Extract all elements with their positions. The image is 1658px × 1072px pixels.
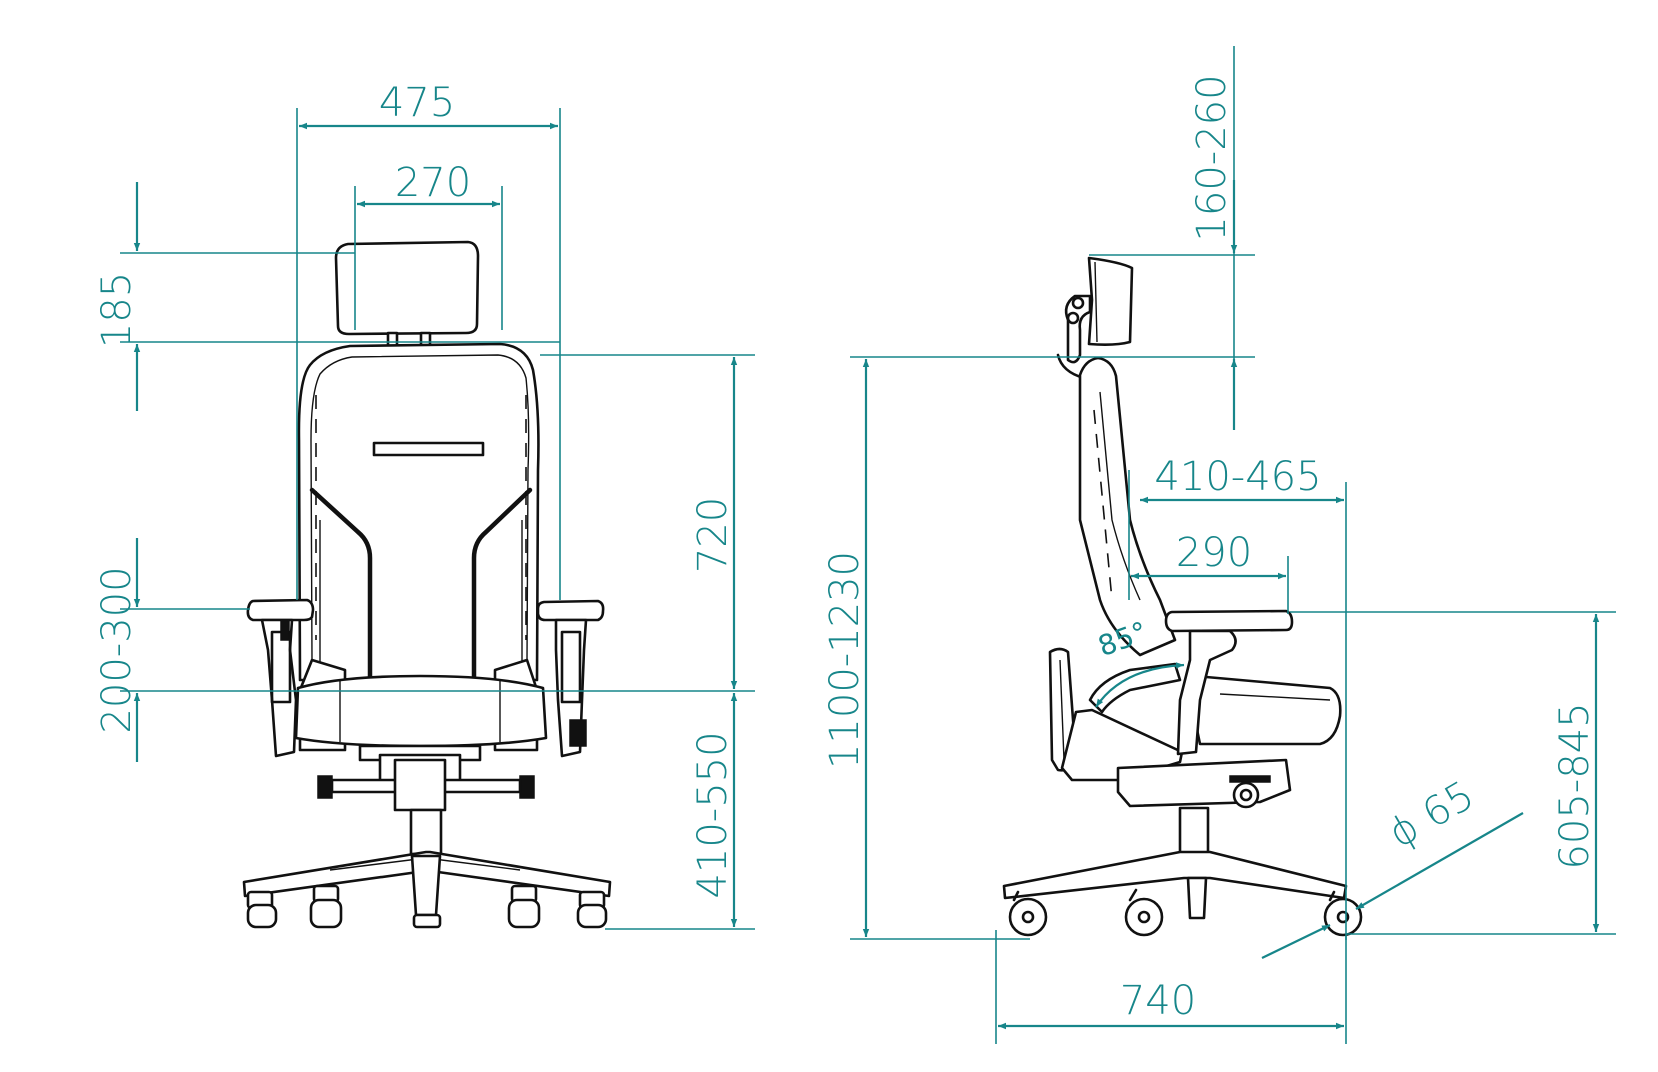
label-backrest-height: 720 <box>690 497 736 573</box>
front-castors <box>246 884 608 929</box>
label-headrest-adjust: 160-260 <box>1189 74 1235 241</box>
front-gas-lift <box>409 808 443 856</box>
label-armrest-height: 200-300 <box>94 566 140 733</box>
front-seat <box>294 674 548 748</box>
label-total-height: 1100-1230 <box>822 551 868 769</box>
side-backrest <box>1078 356 1177 657</box>
label-armrest-floor-height: 605-845 <box>1552 702 1598 869</box>
label-headrest-width: 270 <box>395 160 471 206</box>
label-seat-depth: 410-465 <box>1154 454 1321 500</box>
label-overall-width: 475 <box>379 80 455 126</box>
side-armrest <box>1164 609 1294 633</box>
side-gas-lift <box>1178 806 1210 860</box>
dim-arc-backrest-angle <box>1095 662 1185 708</box>
side-view-chair <box>1002 256 1363 937</box>
front-view-dimensions: 475 270 185 720 410-550 200-300 <box>94 80 755 930</box>
front-backrest <box>297 342 540 682</box>
label-armrest-depth: 290 <box>1176 530 1252 576</box>
side-seat <box>1193 674 1342 746</box>
label-backrest-angle: 85° <box>1094 615 1152 663</box>
front-right-armrest <box>536 599 605 622</box>
label-seat-height: 410-550 <box>690 731 736 898</box>
side-castors <box>1008 888 1363 937</box>
label-headrest-height: 185 <box>94 272 140 348</box>
front-left-armrest <box>246 598 315 622</box>
side-view-dimensions: 160-260 1100-1230 410-465 290 85° 605-84… <box>822 46 1616 1044</box>
front-view-chair <box>242 240 612 929</box>
front-headrest <box>334 240 480 336</box>
label-base-width: 740 <box>1120 978 1196 1024</box>
side-headrest <box>1087 256 1134 346</box>
side-star-base <box>1002 850 1348 900</box>
